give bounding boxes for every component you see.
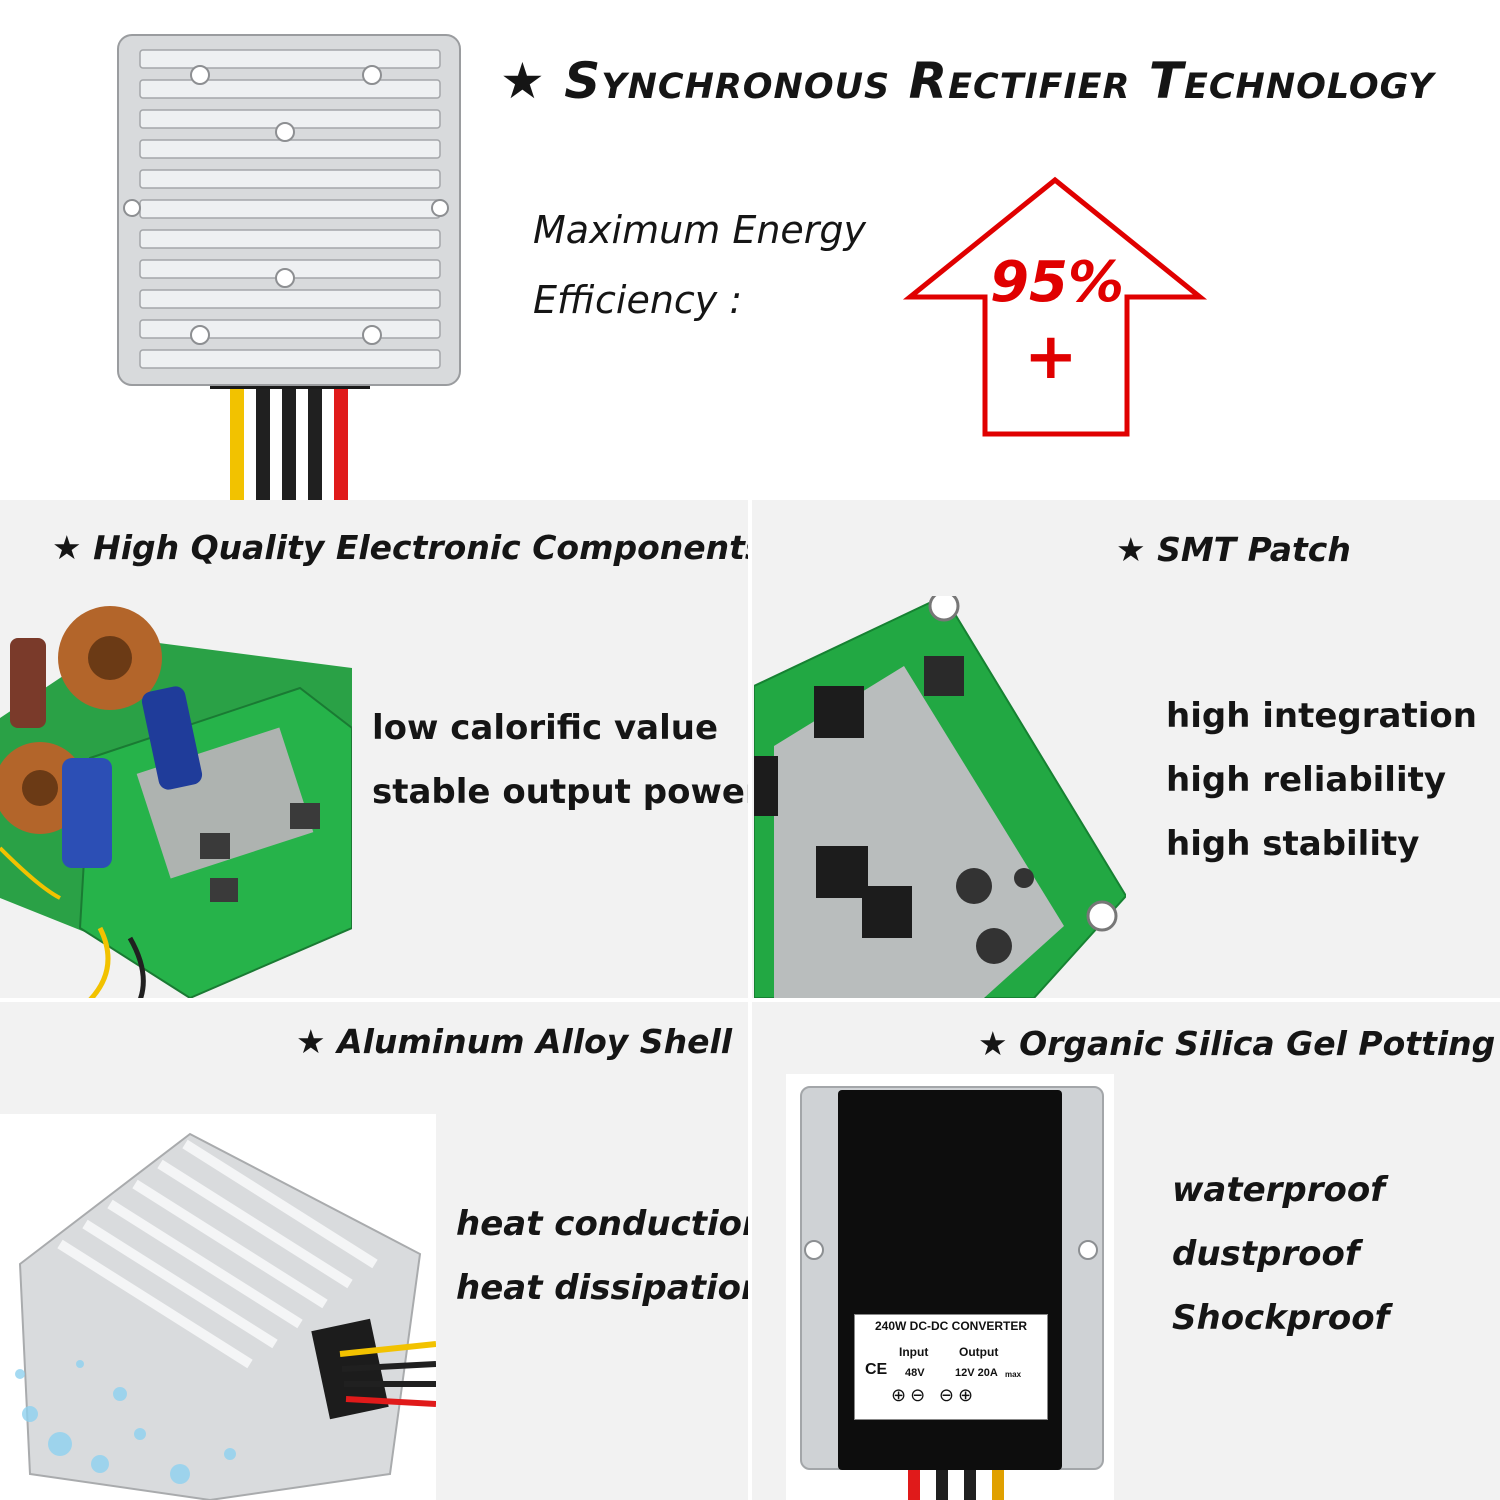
- label-max: max: [1005, 1370, 1022, 1379]
- shell-feature: heat conduction: [456, 1204, 748, 1244]
- potting-feature-list: waterproof dustproof Shockproof: [1172, 1158, 1389, 1350]
- shell-product-image: [0, 1114, 436, 1500]
- smt-pcb-image: [754, 596, 1126, 998]
- efficiency-label-line2: Efficiency :: [533, 278, 743, 322]
- panel-shell: ★ Aluminum Alloy Shell heat conduction h…: [0, 1002, 748, 1500]
- up-arrow-icon: [902, 176, 1208, 437]
- efficiency-label-line1: Maximum Energy: [533, 208, 867, 252]
- components-pcb-image: [0, 598, 352, 998]
- label-ce: CE: [865, 1361, 888, 1378]
- smt-feature: high stability: [1166, 824, 1420, 864]
- shell-feature-list: heat conduction heat dissipation: [456, 1192, 748, 1320]
- potting-feature: Shockproof: [1172, 1298, 1390, 1338]
- potting-feature: waterproof: [1172, 1170, 1386, 1210]
- potting-product-image: 240W DC-DC CONVERTER Input Output CE 48V…: [786, 1074, 1114, 1500]
- smt-feature: high reliability: [1166, 760, 1447, 800]
- converter-spec-label: 240W DC-DC CONVERTER Input Output CE 48V…: [854, 1314, 1048, 1420]
- terminal-symbols-icon: ⊕⊖ ⊖⊕: [891, 1385, 978, 1406]
- panel-components: ★ High Quality Electronic Components low…: [0, 500, 748, 998]
- label-output-value: 12V 20A: [955, 1367, 998, 1379]
- components-feature-list: low calorific value stable output power: [372, 696, 748, 824]
- top-section: ★ Synchronous Rectifier Technology Maxim…: [0, 0, 1500, 500]
- label-input-value: 48V: [905, 1367, 925, 1379]
- label-title: 240W DC-DC CONVERTER: [874, 1319, 1027, 1333]
- label-input: Input: [899, 1345, 929, 1359]
- technology-title: ★ Synchronous Rectifier Technology: [500, 52, 1435, 110]
- efficiency-value: 95%: [990, 250, 1125, 315]
- components-feature: stable output power: [372, 772, 748, 812]
- potting-feature: dustproof: [1172, 1234, 1360, 1274]
- components-feature: low calorific value: [372, 708, 719, 748]
- label-output: Output: [959, 1345, 999, 1359]
- panel-potting: ★ Organic Silica Gel Potting 240W DC-DC …: [752, 1002, 1500, 1500]
- smt-feature-list: high integration high reliability high s…: [1166, 684, 1477, 876]
- smt-feature: high integration: [1166, 696, 1477, 736]
- potting-heading: ★ Organic Silica Gel Potting: [978, 1024, 1496, 1063]
- panel-smt: ★ SMT Patch high integration high reliab…: [752, 500, 1500, 998]
- efficiency-plus: +: [1024, 320, 1078, 394]
- converter-product-image: [117, 34, 461, 500]
- components-heading: ★ High Quality Electronic Components: [52, 528, 748, 567]
- smt-heading: ★ SMT Patch: [1116, 530, 1351, 569]
- shell-heading: ★ Aluminum Alloy Shell: [296, 1022, 733, 1061]
- shell-feature: heat dissipation: [456, 1268, 748, 1308]
